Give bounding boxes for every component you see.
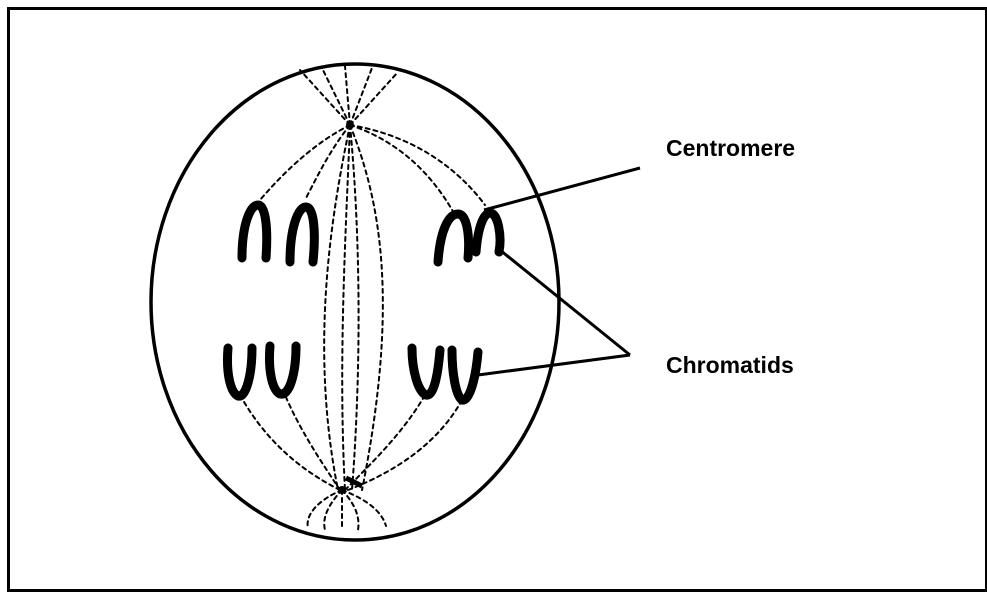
spindle-fibers [240, 66, 485, 530]
chromosome-upper-3 [438, 214, 469, 262]
chromosome-lower-2 [269, 346, 296, 394]
chromosome-upper-1 [242, 205, 267, 258]
chromosome-upper-2 [290, 207, 314, 262]
lower-chromosomes [227, 346, 478, 400]
chromosome-lower-4 [452, 350, 478, 400]
chromatids-label: Chromatids [666, 352, 794, 379]
chromosome-upper-4 [476, 213, 500, 252]
lower-centriole [338, 486, 346, 494]
lower-centriole-rod [346, 478, 362, 486]
centromere-label: Centromere [666, 135, 795, 162]
centromere-pointer [484, 168, 640, 210]
upper-chromosomes [242, 205, 500, 262]
figure-border [9, 9, 987, 591]
chromatids-pointer-upper [500, 250, 630, 355]
upper-centriole [346, 121, 354, 129]
chromosome-lower-1 [227, 348, 252, 396]
chromosome-lower-3 [412, 348, 440, 395]
